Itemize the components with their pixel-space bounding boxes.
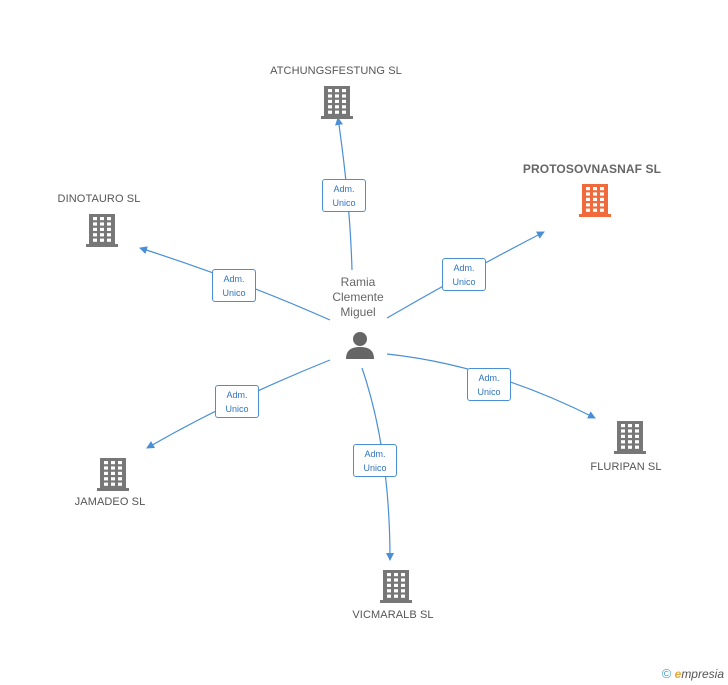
role-badge[interactable]: Adm. Unico [467,368,511,401]
role-text: Unico [477,387,501,397]
role-text: Unico [332,198,356,208]
role-text: Unico [452,277,476,287]
center-name-line: Ramia [340,275,376,289]
building-icon[interactable] [579,184,611,217]
building-icon[interactable] [321,86,353,119]
center-name-line: Clemente [332,290,384,304]
role-text: Adm. [223,274,245,284]
company-name[interactable]: VICMARALB SL [352,609,434,621]
building-icon[interactable] [614,421,646,454]
building-icon[interactable] [380,570,412,603]
footer-brand: © empresia [662,666,724,681]
building-icon[interactable] [97,458,129,491]
role-badge[interactable]: Adm. Unico [322,179,366,212]
buildings [86,86,646,603]
company-name[interactable]: DINOTAURO SL [57,193,141,205]
role-badge[interactable]: Adm. Unico [442,258,486,291]
company-name[interactable]: FLURIPAN SL [590,461,662,473]
person-icon[interactable] [345,330,375,360]
role-text: Adm. [333,184,355,194]
center-name-line: Miguel [340,305,376,319]
role-badge[interactable]: Adm. Unico [212,269,256,302]
role-text: Adm. [478,373,500,383]
role-badge[interactable]: Adm. Unico [353,444,397,477]
copyright-icon: © [661,666,672,681]
role-text: Unico [363,463,387,473]
role-text: Adm. [364,449,386,459]
company-name[interactable]: PROTOSOVNASNAF SL [522,162,662,176]
role-text: Adm. [453,263,475,273]
role-text: Adm. [226,390,248,400]
role-badge[interactable]: Adm. Unico [215,385,259,418]
center-person-name[interactable]: Ramia Clemente Miguel [318,275,398,320]
brand-name: mpresia [681,667,724,681]
company-name[interactable]: JAMADEO SL [74,496,146,508]
role-text: Unico [225,404,249,414]
company-name[interactable]: ATCHUNGSFESTUNG SL [270,65,402,77]
building-icon[interactable] [86,214,118,247]
brand-initial: e [674,667,682,681]
role-text: Unico [222,288,246,298]
